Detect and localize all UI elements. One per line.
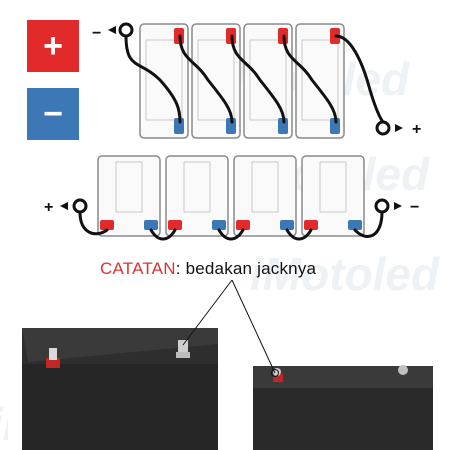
battery-photo-right <box>243 310 450 450</box>
parallel-diagram: + <box>44 155 419 241</box>
parallel-output-label: − <box>410 199 419 216</box>
series-wire-1 <box>178 34 234 124</box>
parallel-battery-4 <box>301 155 365 237</box>
red-terminal-cover <box>46 358 60 368</box>
series-input-arrow <box>108 26 116 34</box>
positive-terminal <box>304 220 318 230</box>
series-input-label: − <box>92 25 101 42</box>
parallel-battery-2 <box>165 155 229 237</box>
series-wire-in <box>124 34 182 124</box>
positive-legend-box: + <box>27 20 79 72</box>
note-label: CATATAN <box>100 259 176 278</box>
negative-terminal <box>280 220 294 230</box>
series-wire-3 <box>282 34 338 124</box>
series-diagram: − <box>92 22 421 139</box>
note-separator: : <box>175 259 181 278</box>
parallel-input-label: + <box>44 199 53 216</box>
parallel-input-arrow <box>60 202 68 210</box>
negative-terminal <box>212 220 226 230</box>
battery-top-image <box>243 310 450 450</box>
parallel-battery-3 <box>233 155 297 237</box>
parallel-wire-3 <box>285 228 313 241</box>
positive-terminal <box>236 220 250 230</box>
note-text: bedakan jacknya <box>185 259 317 278</box>
negative-terminal <box>144 220 158 230</box>
parallel-wire-2 <box>217 228 245 241</box>
parallel-output-arrow <box>394 202 402 210</box>
svg-text:iMotoled: iMotoled <box>250 248 440 300</box>
parallel-wire-out <box>353 210 384 238</box>
parallel-battery-1 <box>97 155 161 237</box>
positive-symbol: + <box>43 27 63 65</box>
positive-terminal-marker <box>273 374 283 382</box>
series-wire-2 <box>230 34 286 124</box>
series-output-terminal <box>375 120 391 136</box>
callout-line-right <box>231 279 276 374</box>
positive-terminal <box>168 220 182 230</box>
series-output-label: + <box>412 121 421 138</box>
parallel-wire-1 <box>149 228 177 241</box>
series-output-arrow <box>395 124 403 132</box>
battery-closeup-image <box>8 310 218 450</box>
callout-ring <box>271 369 279 377</box>
negative-terminal <box>348 220 362 230</box>
positive-terminal-tab <box>49 348 57 360</box>
battery-photo-left <box>8 310 218 450</box>
parallel-wire-in <box>78 210 109 236</box>
note-caption: CATATAN: bedakan jacknya <box>100 259 316 279</box>
parallel-output-terminal <box>374 198 390 214</box>
negative-legend-box: − <box>27 88 79 140</box>
negative-terminal-tab <box>178 340 188 354</box>
series-wire-out <box>334 34 385 124</box>
positive-terminal <box>100 220 114 230</box>
negative-terminal-post <box>398 365 408 375</box>
negative-symbol: − <box>43 95 63 133</box>
callout-line-left <box>182 279 233 346</box>
